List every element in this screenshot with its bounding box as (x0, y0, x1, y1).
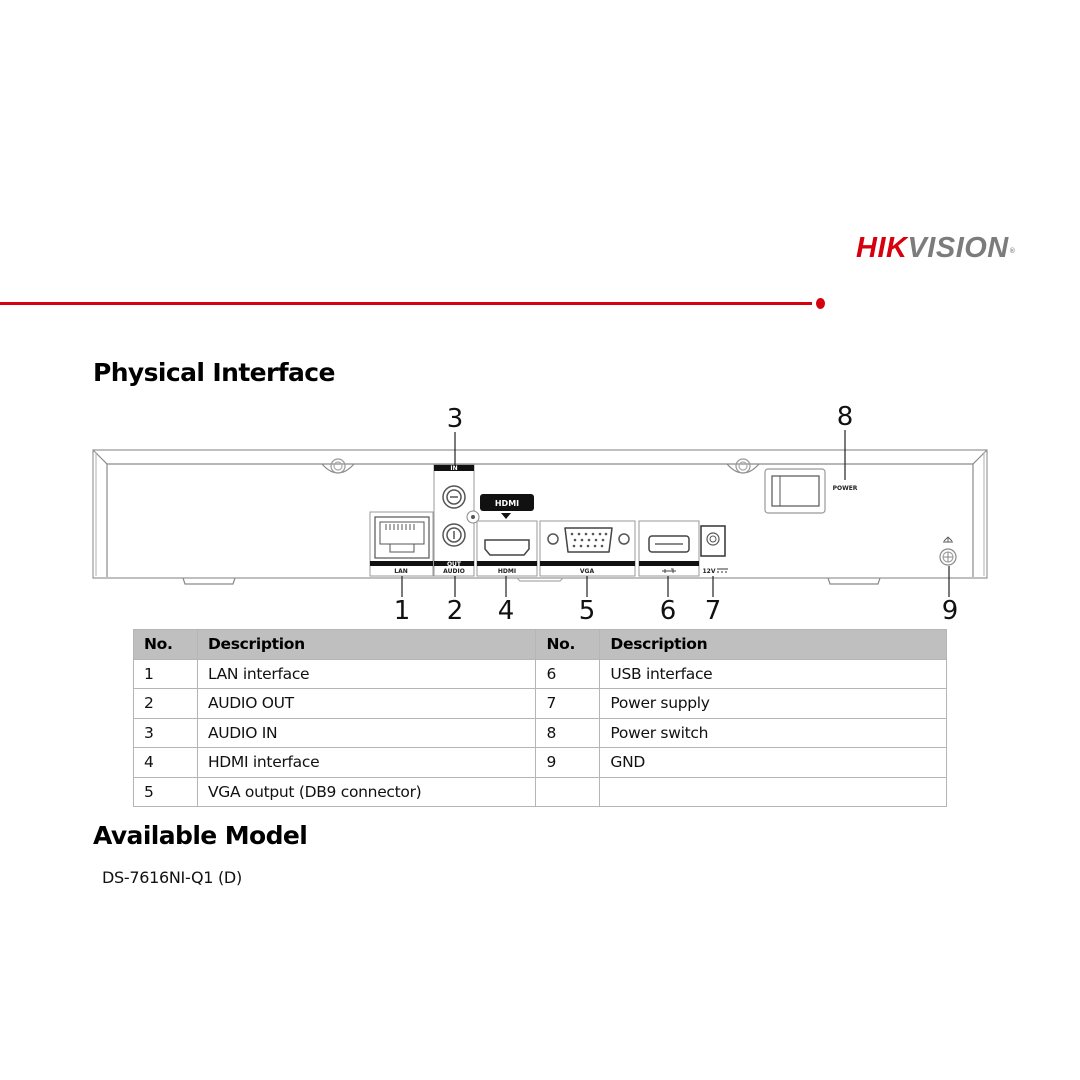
svg-text:HDMI: HDMI (498, 568, 516, 575)
cell-no: 7 (535, 688, 601, 719)
logo-hik: HIK (856, 232, 908, 264)
callout-3: 3 (446, 404, 464, 434)
callout-8: 8 (836, 402, 854, 432)
usb-port (638, 520, 700, 577)
table-header-row: No. Description No. Description (133, 629, 947, 660)
rear-panel-illustration: LAN IN OUT AUDIO HDMI HDMI VGA 12V POWER (92, 430, 988, 597)
table-row: 1 LAN interface 6 USB interface (133, 658, 947, 689)
callout-4: 4 (497, 596, 515, 626)
svg-text:VGA: VGA (580, 568, 595, 575)
svg-text:POWER: POWER (833, 485, 858, 492)
gnd-screw (939, 536, 957, 566)
cell-description: VGA output (DB9 connector) (196, 776, 537, 807)
svg-text:OUT: OUT (447, 561, 462, 568)
audio-ports (433, 464, 480, 577)
registered-mark: ® (1009, 248, 1016, 255)
header-description-1: Description (196, 629, 537, 660)
callout-2: 2 (446, 596, 464, 626)
logo-vision: VISION (907, 232, 1009, 264)
header-no-2: No. (535, 629, 601, 660)
header-divider-line (0, 302, 812, 305)
hdmi-port (476, 494, 538, 577)
vga-port (539, 520, 636, 577)
cell-description: GND (599, 747, 947, 778)
cell-description: LAN interface (196, 658, 537, 689)
power-switch (764, 468, 826, 514)
cell-no (535, 776, 601, 807)
lan-port (369, 511, 434, 577)
cell-description: Power supply (599, 688, 947, 719)
table-row: 2 AUDIO OUT 7 Power supply (133, 688, 947, 719)
svg-text:12V: 12V (703, 568, 716, 575)
header-divider-dot (816, 298, 825, 309)
table-row: 4 HDMI interface 9 GND (133, 747, 947, 778)
callout-1: 1 (393, 596, 411, 626)
table-row: 3 AUDIO IN 8 Power switch (133, 717, 947, 748)
callout-5: 5 (578, 596, 596, 626)
cell-no: 2 (133, 688, 198, 719)
available-model-heading: Available Model (93, 821, 308, 850)
cell-description (599, 776, 947, 807)
cell-no: 5 (133, 776, 198, 807)
svg-text:AUDIO: AUDIO (443, 568, 465, 575)
cell-no: 3 (133, 717, 198, 748)
cell-no: 8 (535, 717, 601, 748)
table-row: 5 VGA output (DB9 connector) (133, 776, 947, 807)
svg-text:IN: IN (450, 465, 457, 472)
cell-no: 9 (535, 747, 601, 778)
header-description-2: Description (599, 629, 947, 660)
model-number: DS-7616NI-Q1 (D) (102, 868, 242, 887)
callout-9: 9 (941, 596, 959, 626)
power-supply-port (700, 525, 728, 573)
svg-text:HDMI: HDMI (495, 499, 519, 508)
cell-description: AUDIO OUT (196, 688, 537, 719)
cell-description: Power switch (599, 717, 947, 748)
cell-no: 1 (133, 658, 198, 689)
hikvision-logo: HIKVISION® (856, 231, 1015, 265)
cell-description: HDMI interface (196, 747, 537, 778)
rear-panel-diagram: LAN IN OUT AUDIO HDMI HDMI VGA 12V POWER… (0, 400, 1080, 630)
cell-no: 6 (535, 658, 601, 689)
callout-7: 7 (704, 596, 722, 626)
interface-table: No. Description No. Description 1 LAN in… (133, 629, 947, 807)
cell-description: USB interface (599, 658, 947, 689)
lan-label: LAN (394, 568, 408, 575)
physical-interface-heading: Physical Interface (93, 358, 335, 387)
header-no-1: No. (133, 629, 198, 660)
cell-no: 4 (133, 747, 198, 778)
cell-description: AUDIO IN (196, 717, 537, 748)
callout-6: 6 (659, 596, 677, 626)
